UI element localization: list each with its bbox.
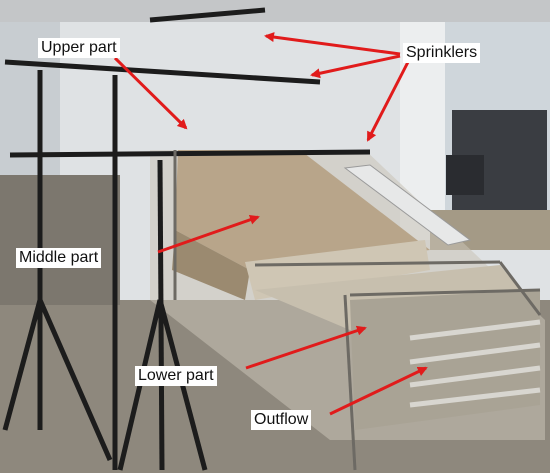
outflow-pipe-1: [409, 319, 541, 341]
arrow-middle-part: [157, 214, 260, 254]
arrow-upper-part: [113, 56, 188, 130]
label-outflow: Outflow: [251, 410, 312, 430]
label-middle-part: Middle part: [16, 248, 102, 268]
arrow-sprinkler-1: [264, 32, 401, 56]
gravel-slope: [175, 150, 430, 270]
tilted-tray: [343, 164, 472, 246]
outflow-pipe-2: [409, 342, 541, 365]
gravel-shadow: [172, 230, 250, 300]
outflow-pipe-4: [409, 387, 541, 408]
window-left: [0, 0, 60, 200]
label-sprinklers: Sprinklers: [403, 43, 481, 63]
left-clutter: [0, 175, 120, 305]
arrow-outflow: [329, 366, 428, 416]
label-lower-part: Lower part: [135, 366, 217, 386]
ceiling-band: [0, 0, 550, 22]
step-blocks: [245, 240, 430, 300]
arrow-lower-part: [245, 325, 367, 370]
arrow-sprinkler-3: [366, 61, 410, 142]
monitor-small: [446, 155, 484, 195]
arrow-sprinkler-2: [310, 54, 401, 79]
outflow-pipe-3: [409, 365, 541, 388]
label-upper-part: Upper part: [38, 38, 120, 58]
glass-frame-edges: [173, 150, 542, 471]
